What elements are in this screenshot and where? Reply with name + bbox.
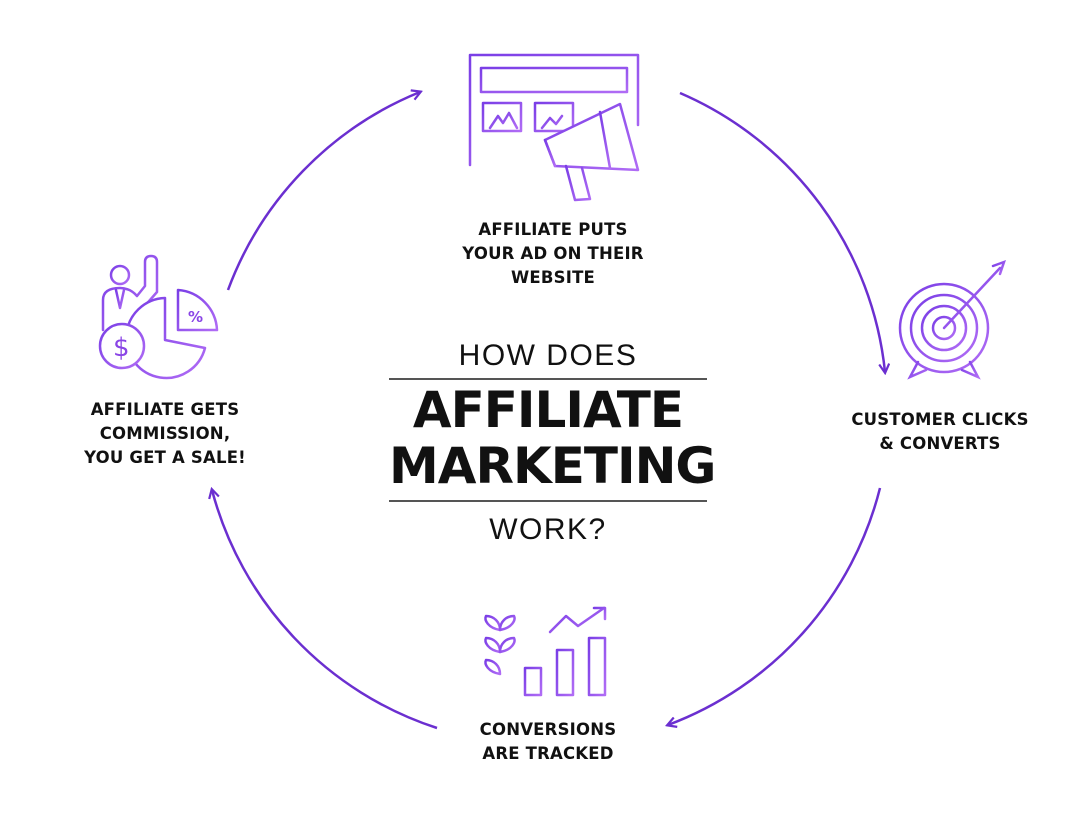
step-label-line: YOUR AD ON THEIR	[462, 244, 644, 263]
svg-text:%: %	[188, 308, 203, 326]
step-label-line: CUSTOMER CLICKS	[851, 410, 1029, 429]
commission-person-icon: % $	[98, 254, 219, 380]
cycle-arrow-to-website	[226, 92, 420, 291]
step-label-line: AFFILIATE PUTS	[478, 220, 628, 239]
step-commission: AFFILIATE GETS COMMISSION, YOU GET A SAL…	[50, 398, 280, 470]
website-megaphone-icon	[468, 53, 640, 202]
title-marketing: MARKETING	[389, 437, 716, 495]
step-label-line: WEBSITE	[511, 268, 595, 287]
cycle-arrow-to-clicks	[679, 91, 885, 372]
cycle-arrow-to-commission	[212, 490, 438, 730]
growth-chart-icon	[484, 606, 612, 697]
title-how-does: HOW DOES	[458, 339, 638, 372]
step-ad-on-website: AFFILIATE PUTS YOUR AD ON THEIR WEBSITE	[433, 218, 673, 290]
diagram-title: HOW DOES AFFILIATE MARKETING WORK?	[389, 336, 716, 550]
step-label-line: YOU GET A SALE!	[84, 448, 246, 467]
step-label-line: COMMISSION,	[99, 424, 231, 443]
step-conversions-tracked: CONVERSIONS ARE TRACKED	[438, 718, 658, 766]
step-label-line: & CONVERTS	[879, 434, 1001, 453]
step-label-line: ARE TRACKED	[482, 744, 614, 763]
title-divider-top	[389, 378, 707, 380]
step-label-line: CONVERSIONS	[479, 720, 617, 739]
target-arrow-icon	[898, 259, 1007, 380]
title-work: WORK?	[489, 513, 607, 546]
title-divider-bottom	[389, 500, 707, 502]
step-label-line: AFFILIATE GETS	[90, 400, 240, 419]
title-affiliate: AFFILIATE	[412, 381, 684, 439]
step-customer-clicks: CUSTOMER CLICKS & CONVERTS	[830, 408, 1050, 456]
cycle-arrow-to-tracked	[668, 487, 882, 725]
svg-text:$: $	[113, 333, 130, 363]
